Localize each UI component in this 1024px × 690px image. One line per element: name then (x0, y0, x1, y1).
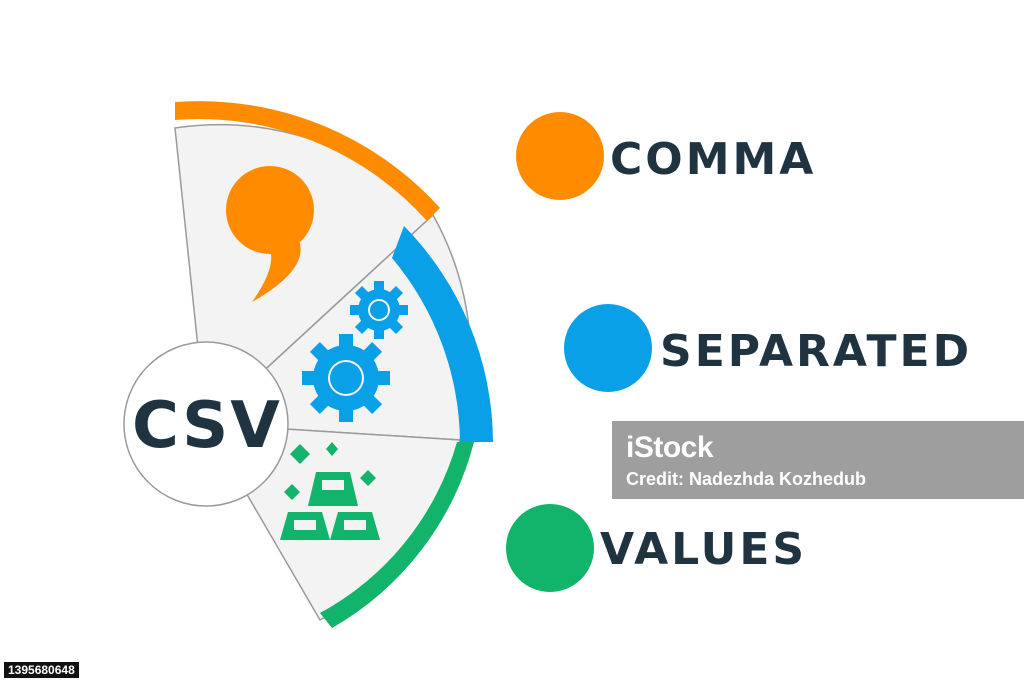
values-dot (506, 504, 594, 592)
arc-separated (392, 226, 493, 442)
watermark-credit: Credit: Nadezhda Kozhedub (626, 469, 867, 489)
separated-dot (564, 304, 652, 392)
watermark-brand: iStock (626, 431, 714, 464)
center-circle (123, 341, 289, 507)
gears-icon (302, 281, 408, 422)
word-separated: SEPARATED (660, 326, 973, 377)
footer-bar: 1395680648 (0, 660, 1024, 690)
center-label: CSV (132, 389, 282, 463)
watermark-banner: iStock Credit: Nadezhda Kozhedub (612, 421, 1024, 499)
word-values: VALUES (600, 524, 808, 575)
arc-comma (175, 101, 440, 221)
gold-bars-icon (280, 442, 380, 540)
arc-values (320, 442, 474, 628)
image-id-label: 1395680648 (4, 662, 79, 678)
comma-dot (516, 112, 604, 200)
word-comma: COMMA (610, 134, 817, 185)
comma-icon (226, 166, 314, 302)
